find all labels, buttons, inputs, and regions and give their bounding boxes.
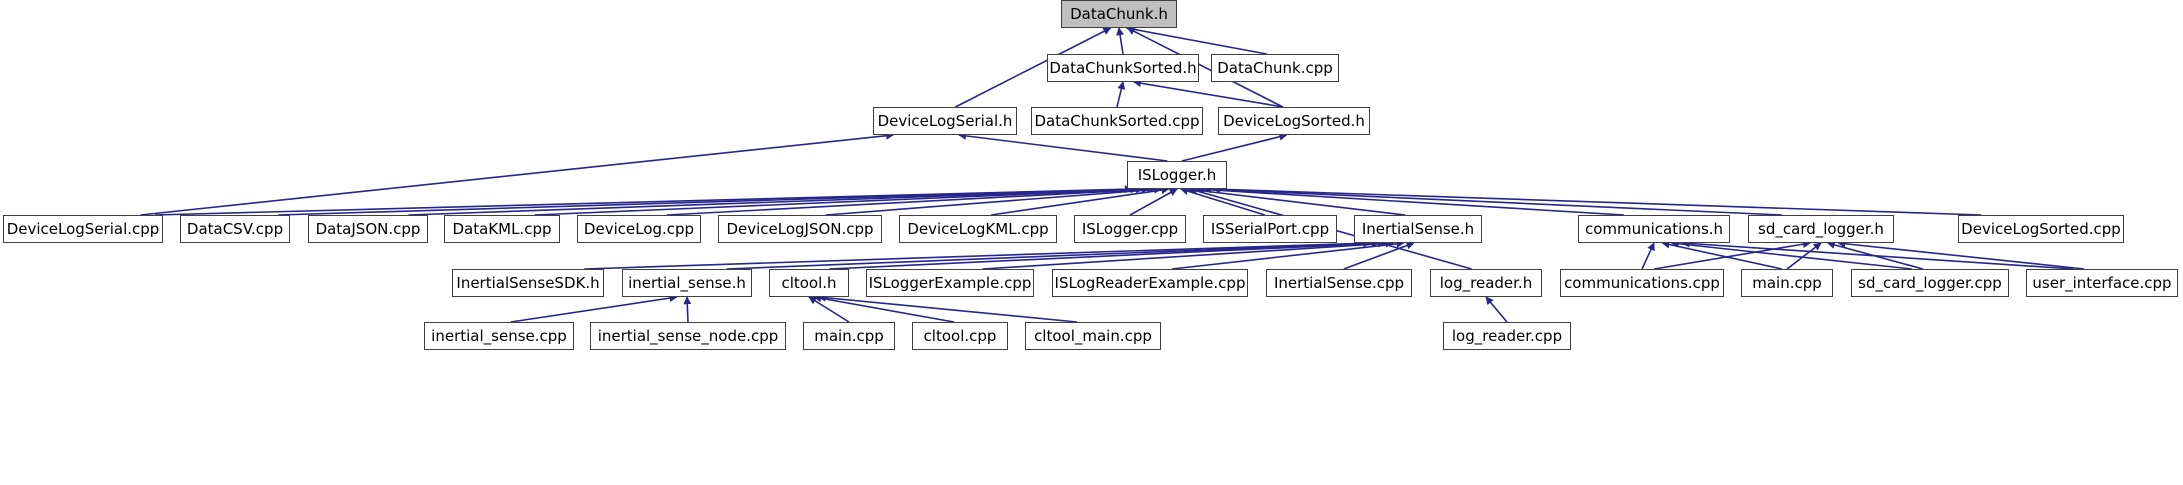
graph-node-cltool-h[interactable]: cltool.h bbox=[769, 269, 849, 297]
edge-n23-to-n16 bbox=[982, 239, 1394, 270]
graph-node-inertial-sense-h[interactable]: inertial_sense.h bbox=[622, 269, 752, 297]
graph-node-islogger-cpp[interactable]: ISLogger.cpp bbox=[1074, 215, 1186, 243]
graph-node-datacsv-cpp[interactable]: DataCSV.cpp bbox=[180, 215, 290, 243]
edge-n35-to-n22 bbox=[817, 293, 1077, 323]
edge-n18-to-n6 bbox=[1203, 185, 1782, 216]
graph-node-inertialsense-h[interactable]: InertialSense.h bbox=[1354, 215, 1482, 243]
graph-node-cltool-main-cpp[interactable]: cltool_main.cpp bbox=[1025, 322, 1161, 350]
edge-n32-to-n21 bbox=[683, 296, 692, 323]
edge-n22-to-n16 bbox=[829, 239, 1387, 270]
edge-n25-to-n16 bbox=[1343, 241, 1415, 270]
graph-node-inertialsensesdk-h[interactable]: InertialSenseSDK.h bbox=[452, 269, 604, 297]
graph-node-main-cpp[interactable]: main.cpp bbox=[1741, 269, 1833, 297]
graph-node-datachunk-h[interactable]: DataChunk.h bbox=[1061, 0, 1177, 28]
edge-n10-to-n6 bbox=[534, 185, 1150, 216]
edge-n17-to-n6 bbox=[1196, 185, 1624, 216]
graph-node-sd-card-logger-cpp[interactable]: sd_card_logger.cpp bbox=[1851, 269, 2009, 297]
edge-n12-to-n6 bbox=[825, 185, 1163, 216]
edge-n6-to-n5 bbox=[1181, 132, 1288, 162]
graph-node-devicelogserial-cpp[interactable]: DeviceLogSerial.cpp bbox=[3, 215, 163, 243]
edge-n14-to-n6 bbox=[1129, 188, 1178, 216]
edge-n27-to-n17 bbox=[1641, 242, 1655, 270]
graph-node-devicelogserial-h[interactable]: DeviceLogSerial.h bbox=[873, 107, 1017, 135]
graph-node-cltool-cpp[interactable]: cltool.cpp bbox=[912, 322, 1008, 350]
graph-node-log-reader-cpp[interactable]: log_reader.cpp bbox=[1443, 322, 1571, 350]
edge-n16-to-n6 bbox=[1186, 185, 1406, 216]
graph-node-communications-h[interactable]: communications.h bbox=[1578, 215, 1730, 243]
graph-node-inertial-sense-node-cpp[interactable]: inertial_sense_node.cpp bbox=[590, 322, 786, 350]
graph-node-datachunksorted-h[interactable]: DataChunkSorted.h bbox=[1047, 54, 1199, 82]
graph-node-datajson-cpp[interactable]: DataJSON.cpp bbox=[308, 215, 428, 243]
graph-node-islogreaderexample-cpp[interactable]: ISLogReaderExample.cpp bbox=[1052, 269, 1248, 297]
graph-node-isloggerexample-cpp[interactable]: ISLoggerExample.cpp bbox=[866, 269, 1034, 297]
graph-node-isserialport-cpp[interactable]: ISSerialPort.cpp bbox=[1203, 215, 1337, 243]
edge-n4-to-n1 bbox=[1116, 81, 1126, 108]
edge-n5-to-n1 bbox=[1133, 79, 1284, 108]
graph-node-user-interface-cpp[interactable]: user_interface.cpp bbox=[2026, 269, 2178, 297]
graph-node-devicelogsorted-h[interactable]: DeviceLogSorted.h bbox=[1218, 107, 1370, 135]
edge-n6-to-n3 bbox=[958, 131, 1168, 162]
edge-n8-to-n6 bbox=[278, 185, 1139, 216]
graph-node-devicelogsorted-cpp[interactable]: DeviceLogSorted.cpp bbox=[1958, 215, 2124, 243]
edge-n29-to-n17 bbox=[1670, 239, 1912, 270]
edge-n31-to-n21 bbox=[510, 294, 678, 323]
edges bbox=[140, 25, 2085, 323]
graph-node-islogger-h[interactable]: ISLogger.h bbox=[1127, 161, 1227, 189]
edge-n20-to-n16 bbox=[584, 239, 1372, 270]
edge-n3-to-n0 bbox=[955, 27, 1112, 108]
graph-node-devicelog-cpp[interactable]: DeviceLog.cpp bbox=[577, 215, 701, 243]
edge-n27-to-n18 bbox=[1654, 240, 1811, 270]
graph-node-datachunksorted-cpp[interactable]: DataChunkSorted.cpp bbox=[1031, 107, 1203, 135]
edge-n1-to-n0 bbox=[1116, 27, 1125, 55]
edge-n21-to-n16 bbox=[726, 239, 1380, 270]
edge-n34-to-n22 bbox=[813, 294, 955, 323]
graph-node-datakml-cpp[interactable]: DataKML.cpp bbox=[444, 215, 560, 243]
graph-node-sd-card-logger-h[interactable]: sd_card_logger.h bbox=[1748, 215, 1894, 243]
edge-n28-to-n18 bbox=[1786, 242, 1822, 270]
edge-n33-to-n22 bbox=[808, 296, 850, 323]
graph-node-inertialsense-cpp[interactable]: InertialSense.cpp bbox=[1266, 269, 1412, 297]
graph-node-datachunk-cpp[interactable]: DataChunk.cpp bbox=[1211, 54, 1339, 82]
edge-n11-to-n6 bbox=[666, 185, 1156, 216]
edge-n36-to-n26 bbox=[1485, 296, 1508, 323]
graph-node-communications-cpp[interactable]: communications.cpp bbox=[1560, 269, 1724, 297]
graph-node-devicelogkml-cpp[interactable]: DeviceLogKML.cpp bbox=[899, 215, 1057, 243]
edge-n13-to-n6 bbox=[990, 186, 1170, 216]
edge-n30-to-n18 bbox=[1837, 239, 2085, 270]
edge-n5-to-n0 bbox=[1126, 27, 1284, 108]
edge-n19-to-n6 bbox=[1212, 185, 1982, 216]
edge-n2-to-n0 bbox=[1125, 25, 1267, 55]
graph-node-main-cpp[interactable]: main.cpp bbox=[803, 322, 895, 350]
edge-n9-to-n6 bbox=[408, 185, 1145, 216]
edge-n24-to-n16 bbox=[1171, 239, 1405, 270]
graph-node-devicelogjson-cpp[interactable]: DeviceLogJSON.cpp bbox=[718, 215, 882, 243]
edge-n7-to-n3 bbox=[140, 131, 895, 216]
graph-node-log-reader-h[interactable]: log_reader.h bbox=[1430, 269, 1542, 297]
graph-node-inertial-sense-cpp[interactable]: inertial_sense.cpp bbox=[424, 322, 574, 350]
